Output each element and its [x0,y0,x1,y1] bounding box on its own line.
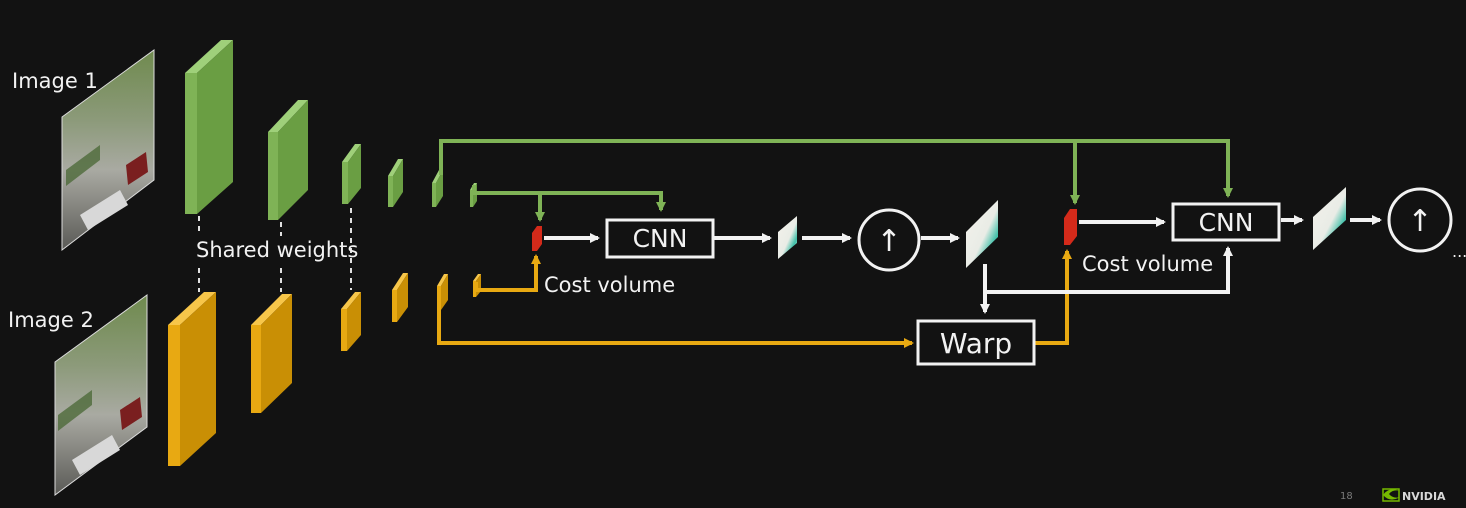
image1-photo [61,49,155,252]
image2-photo [54,294,148,496]
feature-pyramid-image2 [168,273,481,466]
warp-block: Warp [916,319,1036,366]
image2-label: Image 2 [8,308,94,332]
white-flow-arrows [544,215,1382,314]
flow-thumbnail-2 [1313,187,1346,250]
cost-volume-block-1 [532,226,542,251]
shared-weights-label: Shared weights [196,238,358,262]
feature-pyramid-image1 [185,40,477,220]
cnn-block-2: CNN [1171,202,1281,242]
cost-volume-block-2 [1064,209,1077,245]
cnn-label-2: CNN [1199,208,1254,237]
upsample-arrow-icon: ↑ [1407,204,1432,239]
brand-name: NVIDIA [1402,490,1446,503]
green-skip-connections [439,139,1233,222]
cost-volume-label-1: Cost volume [544,273,675,297]
cnn-block-1: CNN [605,218,715,259]
upsample-node-1: ↑ [857,208,921,272]
continuation-ellipsis: ... [1452,242,1466,261]
shared-weights-connectors [198,208,352,292]
flow-thumbnail-1 [778,216,797,259]
flow-thumbnail-upsampled [966,200,998,268]
upsample-arrow-icon: ↑ [876,224,901,259]
page-number: 18 [1340,491,1353,502]
cost-volume-label-2: Cost volume [1082,252,1213,276]
cnn-label-1: CNN [633,224,688,253]
upsample-node-2: ↑ [1387,187,1453,253]
orange-feature-paths [437,249,1072,348]
nvidia-logo-icon [1382,488,1400,502]
warp-label: Warp [940,327,1012,360]
image1-label: Image 1 [12,69,98,93]
